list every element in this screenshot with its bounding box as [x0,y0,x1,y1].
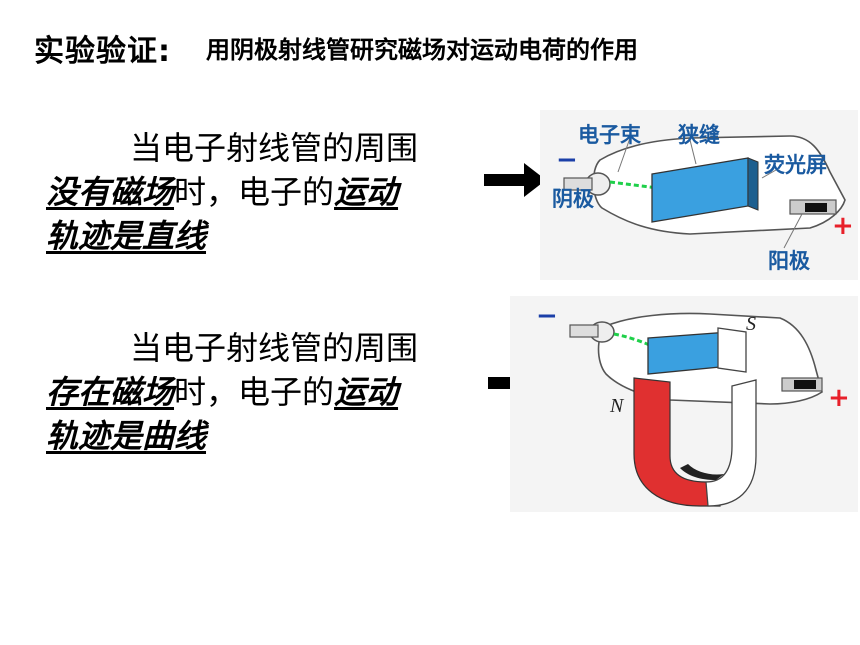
label-n: N [609,395,625,417]
text-line: 轨迹是曲线 [46,414,486,458]
text-line: 轨迹是直线 [46,214,486,258]
emphasis-text: 轨迹是曲线 [46,417,207,455]
minus-sign: − [556,145,578,175]
label-anode: 阳极 [768,249,811,273]
plain-text: 时，电子的 [174,373,335,411]
electron-beam [609,180,659,190]
pointer-slit [689,139,697,165]
screen-side [747,157,759,211]
plus-sign: + [832,211,854,241]
slide-subtitle: 用阴极射线管研究磁场对运动电荷的作用 [206,36,638,64]
text-with-field: 当电子射线管的周围 存在磁场时，电子的运动 轨迹是曲线 [46,326,486,458]
right-arrow-icon [484,163,546,197]
magnet-shadow [680,464,724,480]
emphasis-text: 没有磁场 [46,173,175,211]
anode-cap [805,203,827,212]
plain-text: 时，电子的 [174,173,335,211]
cathode-stem [563,177,593,191]
plus-sign: + [828,383,850,413]
anode-cap [794,380,816,389]
text-line: 没有磁场时，电子的运动 [46,170,486,214]
label-electron-beam: 电子束 [578,123,642,147]
emphasis-text: 轨迹是直线 [46,217,207,255]
magnet-s-pole [717,327,747,373]
emphasis-text: 运动 [334,373,399,411]
label-s: S [746,313,756,335]
crt-diagram-with-field: S N − + [510,296,858,512]
slide-title: 实验验证: [34,34,171,69]
pointer-anode [783,213,803,249]
label-slit: 狭缝 [677,123,720,147]
crt-diagram-no-field: 电子束 狭缝 荧光屏 阴极 阳极 − + [540,110,858,280]
text-line: 存在磁场时，电子的运动 [46,370,486,414]
magnet-s-arm [705,379,757,507]
text-line: 当电子射线管的周围 [130,329,419,367]
emphasis-text: 存在磁场 [46,373,175,411]
label-screen: 荧光屏 [764,153,827,177]
text-no-field: 当电子射线管的周围 没有磁场时，电子的运动 轨迹是直线 [46,126,486,258]
minus-sign: − [536,301,558,331]
label-cathode: 阴极 [552,187,595,211]
text-line: 当电子射线管的周围 [130,129,419,167]
pointer-beam [617,137,631,173]
cathode-stem [569,324,599,338]
pointer-screen [761,169,777,179]
emphasis-text: 运动 [334,173,399,211]
